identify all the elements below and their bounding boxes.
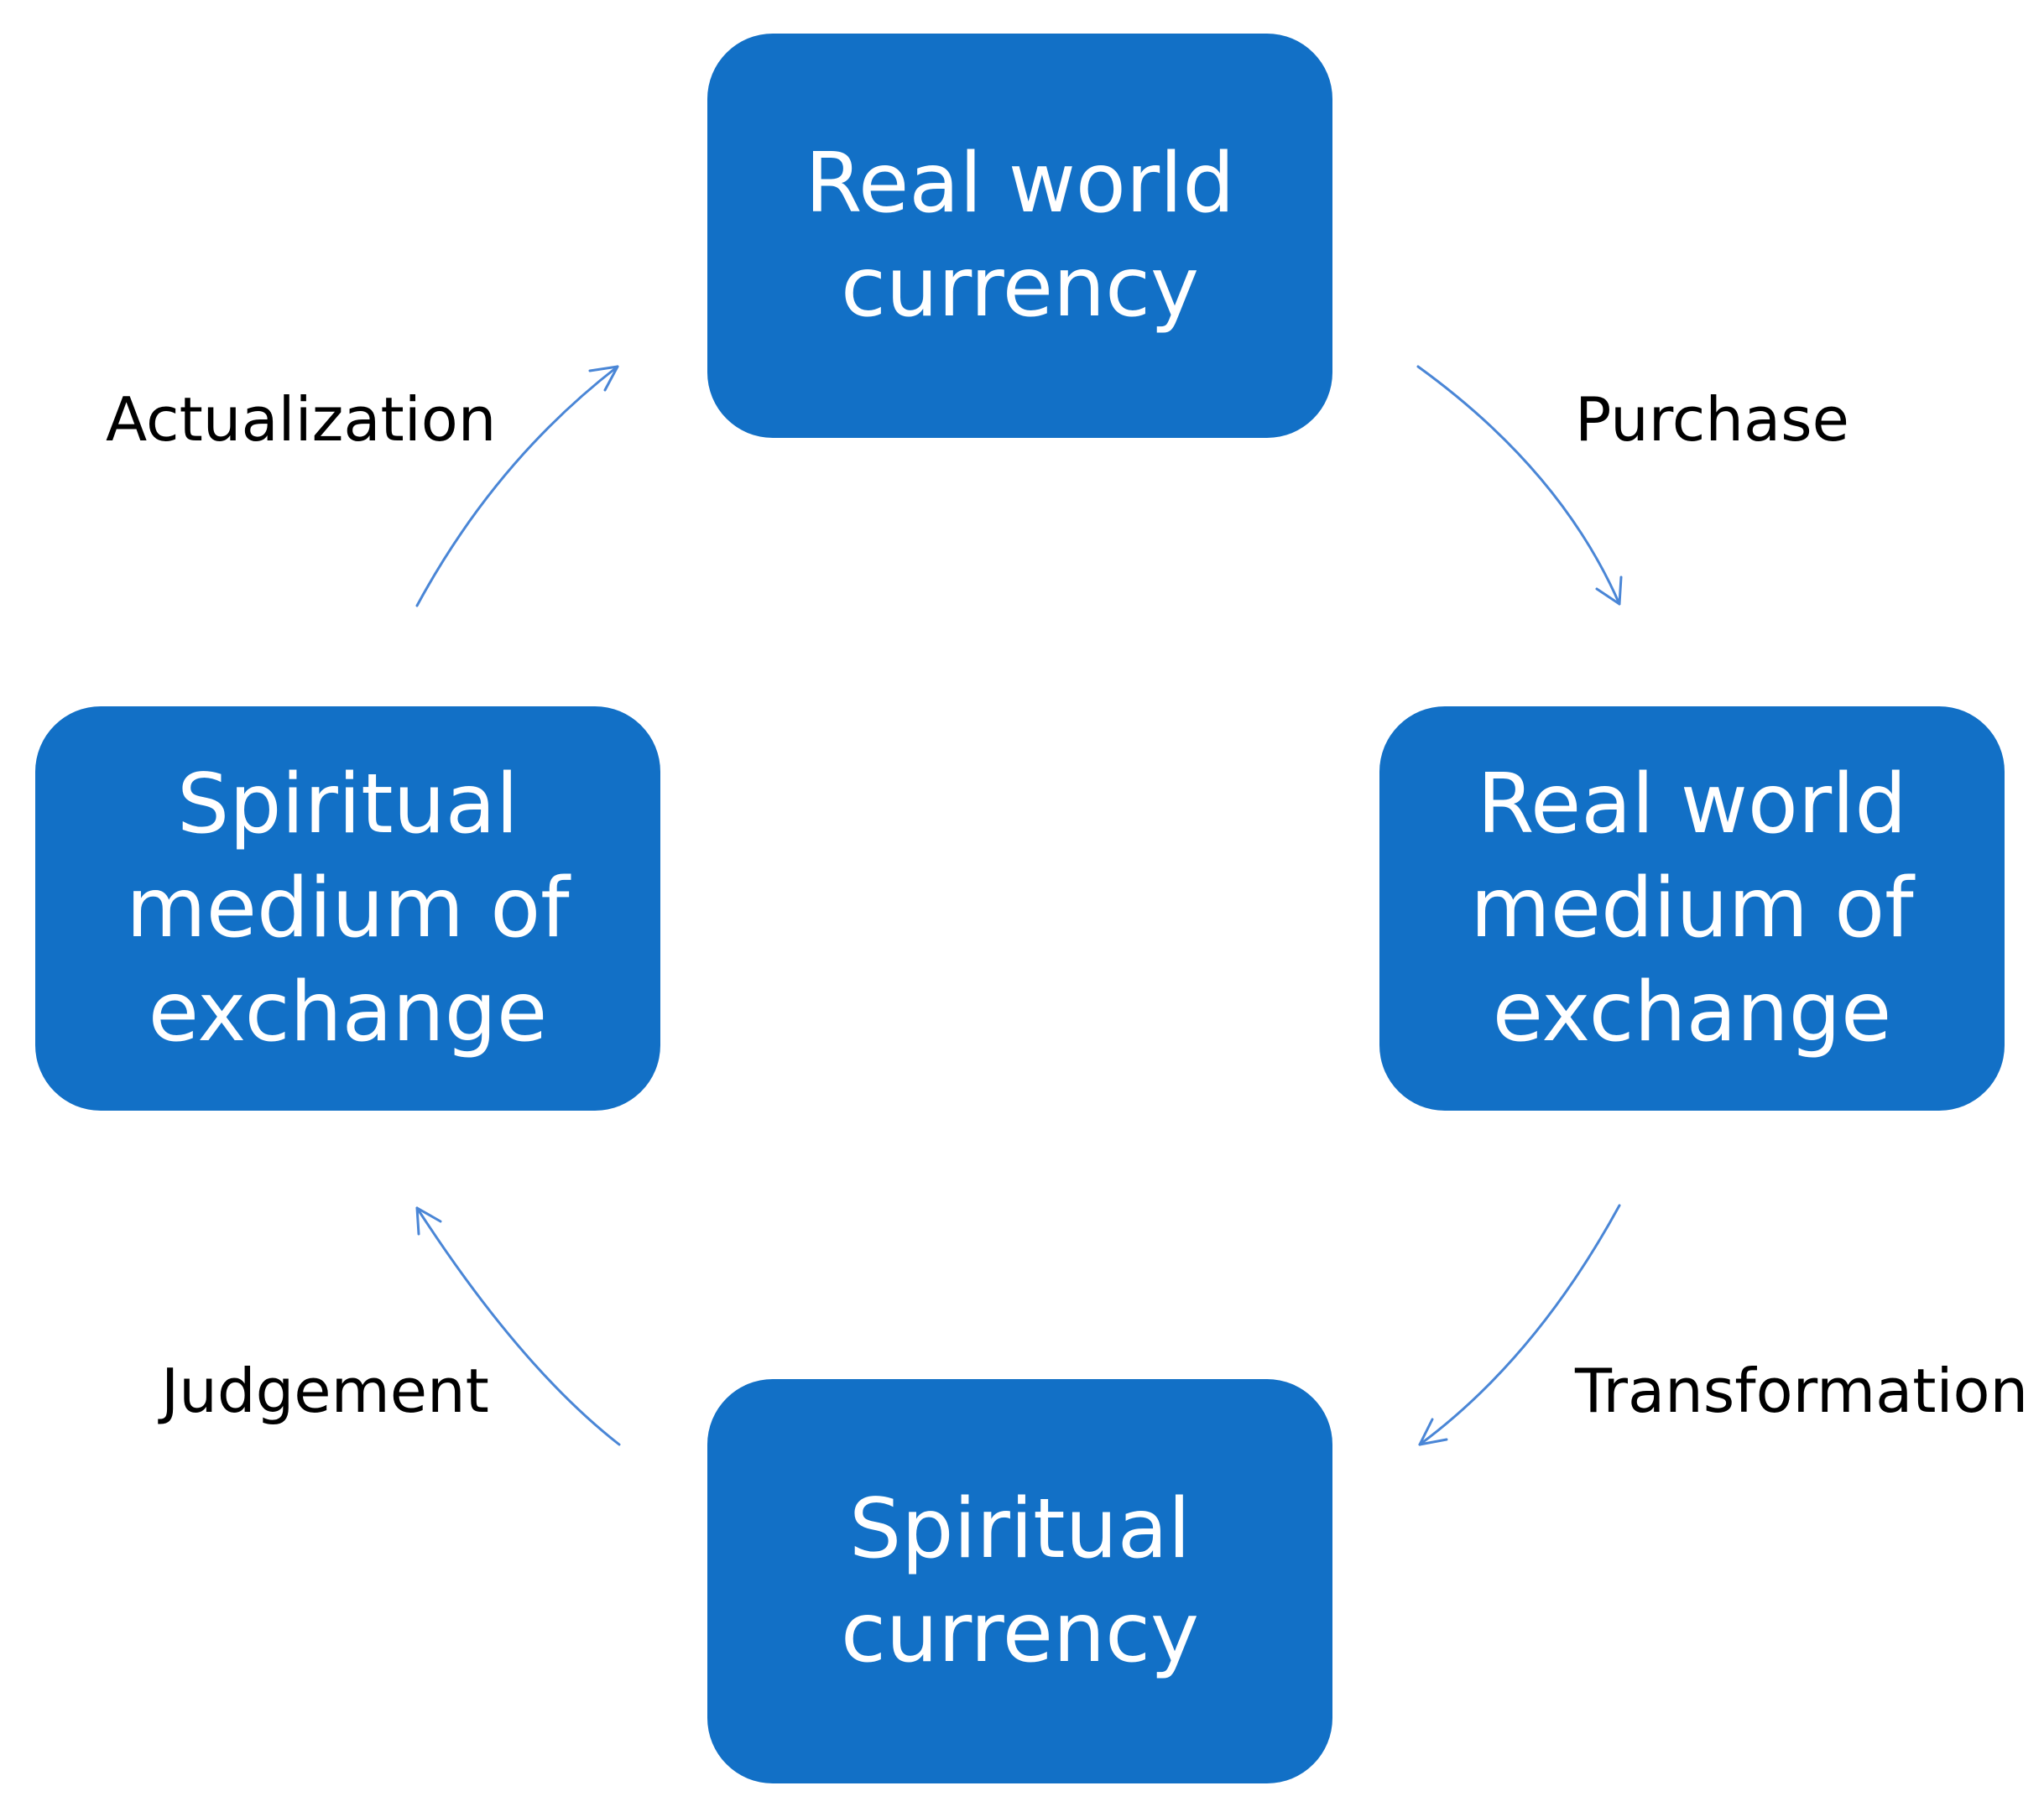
node-label: Spiritual medium of exchange (126, 757, 570, 1060)
node-real-world-medium-of-exchange: Real world medium of exchange (1379, 706, 2005, 1111)
node-spiritual-currency: Spiritual currency (707, 1379, 1332, 1783)
node-spiritual-medium-of-exchange: Spiritual medium of exchange (35, 706, 660, 1111)
node-real-world-currency: Real world currency (707, 34, 1332, 438)
node-label: Real world currency (805, 136, 1235, 336)
node-label: Real world medium of exchange (1470, 757, 1914, 1060)
edge-label-judgement: Judgement (161, 1356, 489, 1426)
edge-label-purchase: Purchase (1575, 384, 1849, 455)
edge-label-transformation: Transformation (1575, 1356, 2029, 1426)
edge-label-actualization: Actualization (106, 384, 497, 455)
node-label: Spiritual currency (841, 1481, 1199, 1681)
